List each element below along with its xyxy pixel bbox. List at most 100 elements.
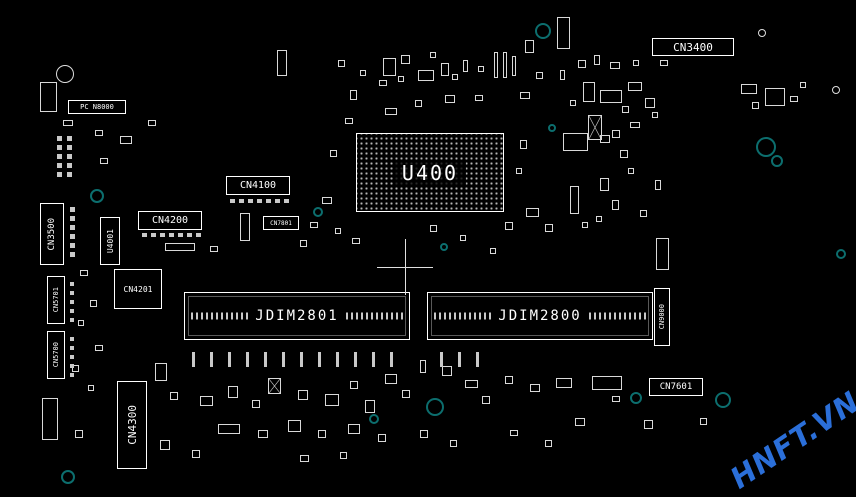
solder-pad	[282, 352, 285, 367]
component-cn9000[interactable]: CN9000	[654, 288, 670, 346]
component-u400[interactable]: U400	[356, 133, 504, 212]
smd-part	[345, 118, 353, 124]
smd-part	[288, 420, 301, 432]
smd-part	[512, 56, 516, 76]
solder-pad	[178, 233, 183, 237]
watermark: HNFT.VN	[724, 384, 856, 496]
solder-pad	[354, 352, 357, 367]
smd-part	[385, 108, 397, 115]
smd-part	[600, 135, 610, 143]
component-cn4300[interactable]: CN4300	[117, 381, 147, 469]
smd-part	[790, 96, 798, 102]
component-cn5700[interactable]: CN5700	[47, 331, 65, 379]
smd-part	[338, 60, 345, 67]
smd-part	[545, 224, 553, 232]
component-label: CN7801	[270, 219, 292, 227]
component-label: CN4200	[151, 215, 189, 226]
test-point	[756, 137, 776, 157]
component-cn3400[interactable]: CN3400	[652, 38, 734, 56]
solder-pad	[187, 233, 192, 237]
component-cn3500[interactable]: CN3500	[40, 203, 64, 265]
solder-pad	[70, 337, 74, 341]
component-cn5701[interactable]: CN5701	[47, 276, 65, 324]
smd-part	[90, 300, 97, 307]
smd-part	[600, 178, 609, 191]
smd-part	[170, 392, 178, 400]
smd-part	[630, 122, 640, 128]
smd-part	[325, 394, 339, 406]
smd-part	[402, 390, 410, 398]
smd-part	[72, 365, 79, 372]
component-cn4200[interactable]: CN4200	[138, 211, 202, 230]
component-cn7801[interactable]: CN7801	[263, 216, 299, 230]
smd-part	[95, 130, 103, 136]
smd-part	[752, 102, 759, 109]
solder-pad	[70, 216, 75, 221]
smd-part	[155, 363, 167, 381]
component-pcn8000[interactable]: PC N8000	[68, 100, 126, 114]
test-point	[836, 249, 846, 259]
smd-part	[563, 133, 588, 151]
component-jdim2801[interactable]: JDIM2801	[184, 292, 410, 340]
smd-part	[330, 150, 337, 157]
smd-part	[660, 60, 668, 66]
solder-pad	[239, 199, 244, 203]
smd-part	[340, 452, 347, 459]
smd-part	[478, 66, 484, 72]
smd-part	[360, 70, 366, 76]
smd-part	[95, 345, 103, 351]
smd-part	[78, 320, 84, 326]
smd-part	[40, 82, 57, 112]
solder-pad	[67, 136, 72, 141]
solder-pad	[70, 234, 75, 239]
solder-pad	[57, 145, 62, 150]
test-point	[61, 470, 75, 484]
smd-part	[218, 424, 240, 434]
component-label: CN3500	[47, 217, 57, 251]
smd-part	[398, 76, 404, 82]
solder-pad	[70, 207, 75, 212]
smd-part	[335, 228, 341, 234]
solder-pad	[284, 199, 289, 203]
smd-part	[300, 240, 307, 247]
smd-part	[252, 400, 260, 408]
smd-part	[258, 430, 268, 438]
component-label: U4001	[105, 228, 115, 254]
smd-part	[310, 222, 318, 228]
solder-pad	[67, 163, 72, 168]
smd-part	[420, 430, 428, 438]
smd-part	[88, 385, 94, 391]
component-cn4100[interactable]: CN4100	[226, 176, 290, 195]
test-point	[369, 414, 379, 424]
smd-part	[628, 82, 642, 91]
component-cn4201[interactable]: CN4201	[114, 269, 162, 309]
smd-part	[570, 186, 579, 214]
solder-pad	[300, 352, 303, 367]
test-point	[90, 189, 104, 203]
smd-part	[545, 440, 552, 447]
solder-pad	[70, 355, 74, 359]
component-u4001[interactable]: U4001	[100, 217, 120, 265]
test-point	[440, 243, 448, 251]
smd-part	[350, 381, 358, 389]
smd-part	[612, 200, 619, 210]
smd-part	[494, 52, 498, 78]
solder-pad	[264, 352, 267, 367]
solder-pad	[246, 352, 249, 367]
solder-pad	[70, 373, 74, 377]
smd-part	[350, 90, 357, 100]
component-jdim2800[interactable]: JDIM2800	[427, 292, 653, 340]
smd-part	[800, 82, 806, 88]
smd-part	[612, 396, 620, 402]
smd-part	[322, 197, 332, 204]
solder-pad	[70, 364, 74, 368]
smd-part	[525, 40, 534, 53]
solder-pad	[70, 225, 75, 230]
dimm-label: JDIM2800	[492, 308, 588, 324]
smd-part	[490, 248, 496, 254]
smd-part	[536, 72, 543, 79]
smd-part	[80, 270, 88, 276]
component-cn7601[interactable]: CN7601	[649, 378, 703, 396]
test-point	[426, 398, 444, 416]
smd-part	[192, 450, 200, 458]
